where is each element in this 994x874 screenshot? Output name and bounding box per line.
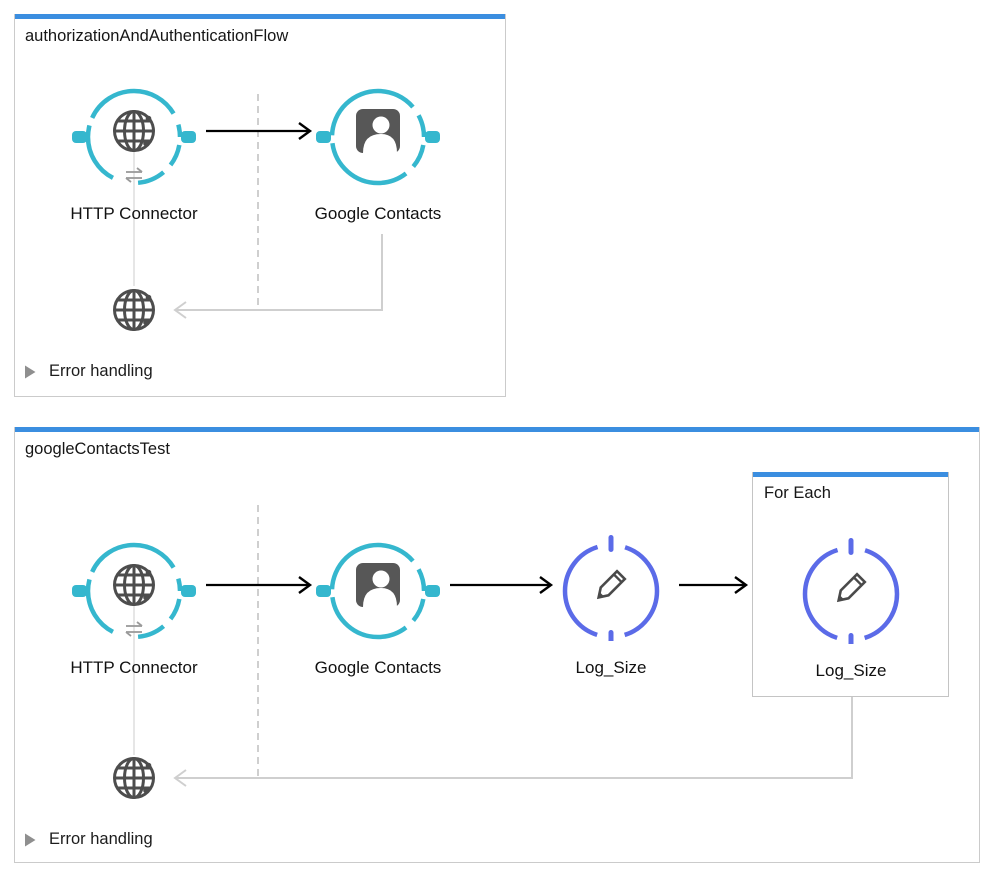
node-label: Google Contacts bbox=[314, 658, 442, 677]
flow-container-google-contacts-test: googleContactsTest bbox=[14, 427, 980, 863]
transfer-arrows-icon bbox=[125, 621, 143, 637]
globe-icon bbox=[113, 110, 155, 152]
error-handling-toggle[interactable]: Error handling bbox=[25, 362, 153, 381]
logger-ring bbox=[562, 535, 660, 641]
foreach-scope[interactable]: For Each Log_Size bbox=[752, 472, 949, 697]
flow-connector-lines bbox=[133, 505, 853, 787]
http-response-globe-icon[interactable] bbox=[111, 755, 157, 801]
flow-connector-lines bbox=[133, 94, 383, 319]
error-handling-toggle[interactable]: Error handling bbox=[25, 830, 153, 849]
contact-card-icon bbox=[356, 109, 400, 153]
contact-card-icon bbox=[356, 563, 400, 607]
scope-title: For Each bbox=[764, 484, 831, 502]
node-logger-log-size[interactable]: Log_Size bbox=[549, 529, 673, 677]
pencil-icon bbox=[596, 569, 627, 600]
flow-title: authorizationAndAuthenticationFlow bbox=[25, 27, 289, 45]
flow-title: googleContactsTest bbox=[25, 440, 170, 458]
flow-accent-bar bbox=[15, 427, 979, 432]
node-label: Google Contacts bbox=[314, 204, 442, 223]
node-label: HTTP Connector bbox=[70, 658, 198, 677]
flow-container-authorization: authorizationAndAuthenticationFlow bbox=[14, 14, 506, 397]
expander-triangle-icon[interactable] bbox=[25, 365, 36, 379]
node-label: Log_Size bbox=[575, 658, 647, 677]
connector-ring bbox=[316, 88, 440, 186]
connector-ring bbox=[316, 542, 440, 640]
connector-ring bbox=[72, 88, 196, 186]
transfer-arrows-icon bbox=[125, 167, 143, 183]
node-http-connector[interactable]: HTTP Connector bbox=[70, 529, 198, 677]
logger-ring bbox=[802, 538, 900, 644]
node-google-contacts[interactable]: Google Contacts bbox=[315, 75, 441, 223]
http-response-globe-icon[interactable] bbox=[111, 287, 157, 333]
scope-accent-bar bbox=[753, 472, 948, 477]
node-logger-log-size-in-foreach[interactable]: Log_Size bbox=[789, 532, 913, 680]
flow-accent-bar bbox=[15, 14, 505, 19]
node-google-contacts[interactable]: Google Contacts bbox=[315, 529, 441, 677]
pencil-icon bbox=[836, 572, 867, 603]
connector-ring bbox=[72, 542, 196, 640]
node-label: Log_Size bbox=[815, 661, 887, 680]
globe-icon bbox=[113, 564, 155, 606]
error-handling-label: Error handling bbox=[49, 362, 153, 380]
error-handling-label: Error handling bbox=[49, 830, 153, 848]
node-label: HTTP Connector bbox=[70, 204, 198, 223]
expander-triangle-icon[interactable] bbox=[25, 833, 36, 847]
node-http-connector[interactable]: HTTP Connector bbox=[70, 75, 198, 223]
